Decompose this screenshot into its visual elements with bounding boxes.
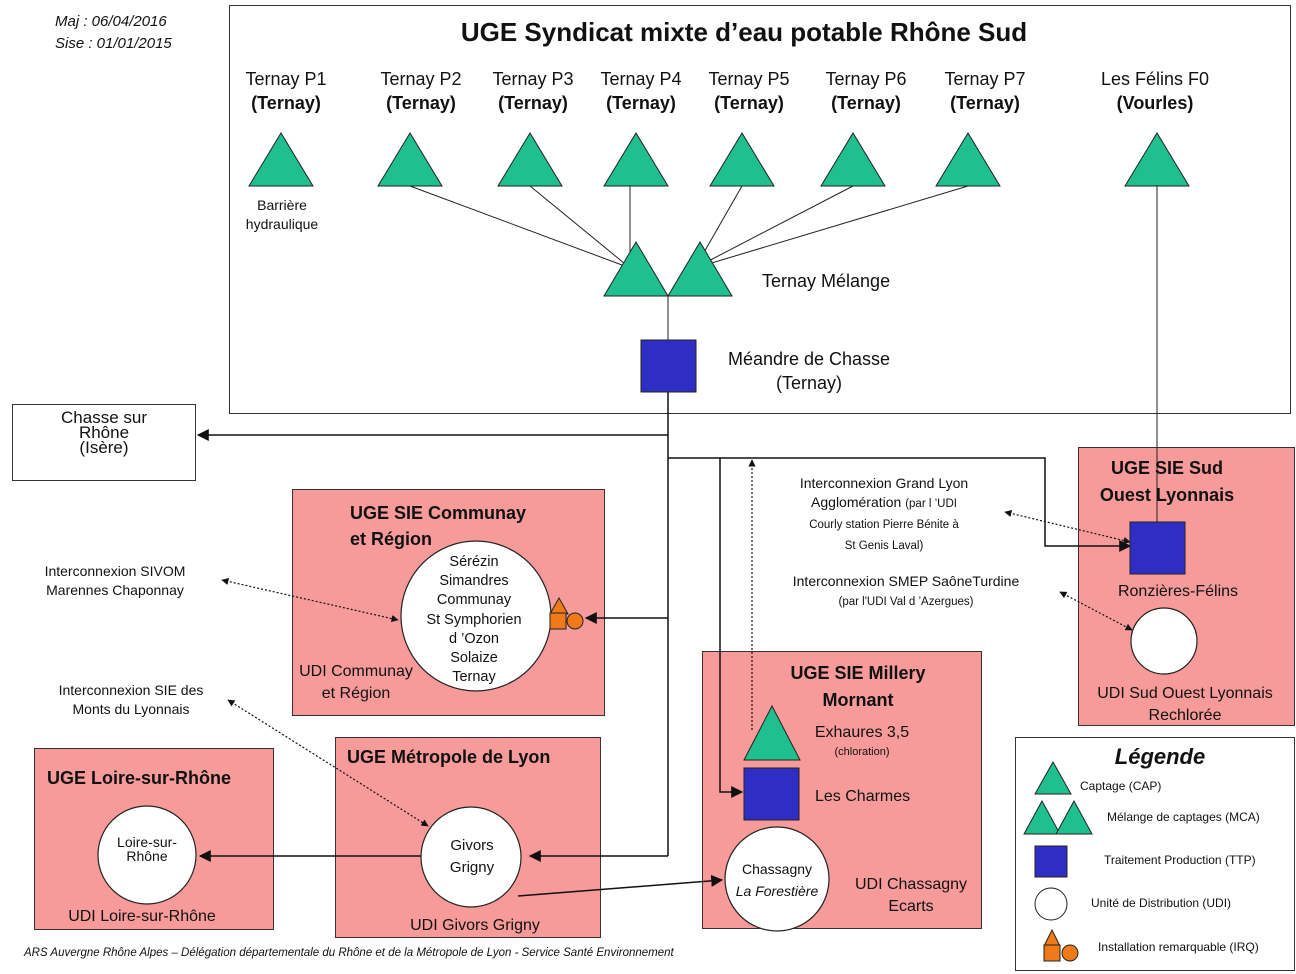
captage-icon-p7 <box>935 132 1001 187</box>
link-smep <box>1059 591 1133 631</box>
link-p2 <box>409 185 631 269</box>
udi-givors-label: UDI Givors Grigny <box>410 917 540 934</box>
udi-icon-chassagny <box>724 826 830 932</box>
captage-triangles <box>248 132 1190 761</box>
captage-icon-felins <box>1124 132 1190 187</box>
charmes-label: Les Charmes <box>815 788 911 805</box>
melange-icon-right <box>667 241 733 297</box>
udi-loire-label: UDI Loire-sur-Rhône <box>68 908 216 925</box>
irq-icon-communay <box>549 596 584 630</box>
captage-label-felins: Les Félins F0(Vourles) <box>1100 69 1210 113</box>
footer-text: ARS Auvergne Rhône Alpes – Délégation dé… <box>24 947 674 959</box>
legend-square-icon <box>1034 845 1068 878</box>
captage-icon-p2 <box>377 132 443 187</box>
link-to-charmes <box>719 458 744 798</box>
distribution-links <box>196 392 1132 897</box>
link-sivom <box>221 577 399 623</box>
captage-label-p5: Ternay P5(Ternay) <box>708 69 790 113</box>
legend-title: Légende <box>1114 744 1206 769</box>
udi-icon-givors <box>420 806 522 908</box>
legend-item-irq: Installation remarquable (IRQ) <box>1098 940 1259 954</box>
ttp-icon-charmes <box>743 767 800 821</box>
captage-label-p6: Ternay P6(Ternay) <box>825 69 907 113</box>
uge-rhone-sud-title: UGE Syndicat mixte d’eau potable Rhône S… <box>460 17 1028 47</box>
link-to-chassagny <box>517 874 724 897</box>
captage-label-p2: Ternay P2(Ternay) <box>380 69 462 113</box>
melange-icon-left <box>603 241 669 297</box>
captage-icon-p3 <box>497 132 563 187</box>
udi-circles <box>97 540 1198 932</box>
captage-links <box>409 185 1158 522</box>
legend-item-ttp: Traitement Production (TTP) <box>1104 853 1256 867</box>
legend-irq-square-icon <box>1043 944 1061 962</box>
interconnexion-links <box>221 459 1133 827</box>
maj-date: Maj : 06/04/2016 <box>55 13 167 30</box>
captage-icon-p4 <box>603 132 669 187</box>
legend-triangle-icon <box>1034 760 1072 795</box>
melange-label: Ternay Mélange <box>762 271 891 291</box>
legend-icons <box>1023 760 1093 962</box>
ronzieres-label: Ronzières-Félins <box>1117 583 1239 600</box>
link-monts <box>227 699 429 827</box>
udi-icon-loire <box>97 805 197 905</box>
exhaures-label: Exhaures 3,5 <box>814 724 910 741</box>
chloration-label: (chloration) <box>834 746 890 758</box>
captage-label-p4: Ternay P4(Ternay) <box>600 69 682 113</box>
captage-icon-p6 <box>820 132 886 187</box>
link-to-ronzieres <box>668 457 1132 552</box>
meandre-label: Méandre de Chasse(Ternay) <box>727 349 891 393</box>
uge-loire-title: UGE Loire-sur-Rhône <box>47 768 232 788</box>
uge-sud-ouest-box <box>1078 447 1295 726</box>
udi-communay-communes: Sérézin Simandres Communay St Symphorien… <box>426 554 522 686</box>
link-grand-lyon <box>1004 510 1131 544</box>
link-p7 <box>694 185 969 269</box>
udi-icon-sud-ouest <box>1130 607 1198 675</box>
legend-double-triangle-icon-a <box>1023 799 1061 835</box>
ttp-icon-ronzieres <box>1129 521 1186 575</box>
legend-double-triangle-icon-b <box>1055 799 1093 835</box>
legend-irq-circle-icon <box>1061 944 1079 962</box>
captage-label-p1: Ternay P1(Ternay) <box>245 69 327 113</box>
ttp-icon-meandre <box>640 339 697 393</box>
legend-circle-icon <box>1034 887 1068 921</box>
chasse-box <box>12 404 196 481</box>
legend-item-cap: Captage (CAP) <box>1080 779 1162 793</box>
captage-label-p7: Ternay P7(Ternay) <box>944 69 1026 113</box>
legend-irq-triangle-icon <box>1043 928 1061 947</box>
link-p3 <box>529 185 631 269</box>
grand-lyon-label: Interconnexion Grand Lyon Agglomération … <box>799 475 969 552</box>
captage-icon-p5 <box>709 132 775 187</box>
uge-rhone-sud-box <box>229 5 1291 414</box>
ttp-squares <box>640 339 1186 821</box>
smep-label: Interconnexion SMEP SaôneTurdine(par l'U… <box>792 573 1020 608</box>
link-p6 <box>694 185 854 269</box>
captage-label-p3: Ternay P3(Ternay) <box>492 69 574 113</box>
uge-metropole-title: UGE Métropole de Lyon <box>347 747 551 767</box>
captage-icon-p1 <box>248 132 314 187</box>
legend-item-mca: Mélange de captages (MCA) <box>1107 810 1260 824</box>
captage-icon-exhaures <box>743 704 801 761</box>
udi-loire-name: Loire-sur-Rhône <box>117 834 177 864</box>
legend-item-udi: Unité de Distribution (UDI) <box>1091 896 1232 910</box>
sise-date: Sise : 01/01/2015 <box>55 35 172 52</box>
